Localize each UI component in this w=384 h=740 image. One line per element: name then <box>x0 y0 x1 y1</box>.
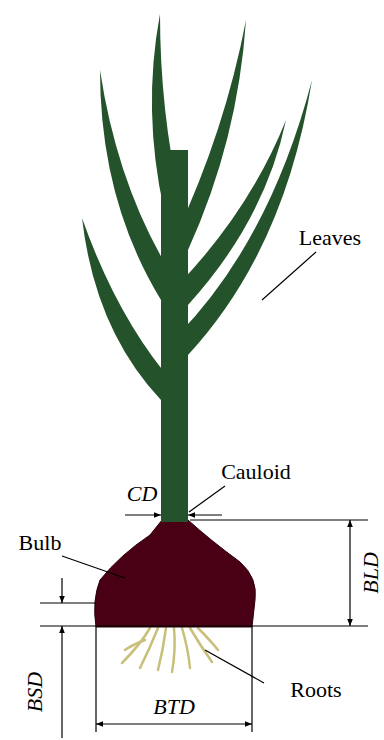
dimension-label: BLD <box>360 552 382 594</box>
part-label: CD <box>127 483 158 505</box>
part-label: Bulb <box>19 532 62 554</box>
dimension-lines <box>40 515 368 738</box>
bulb <box>95 520 256 627</box>
part-label: Roots <box>290 679 341 701</box>
dimension-label: BSD <box>24 672 46 712</box>
leader-lines <box>62 252 316 683</box>
part-label: Leaves <box>299 227 361 249</box>
part-label: Cauloid <box>221 461 291 483</box>
leaves <box>82 14 312 522</box>
roots <box>122 628 218 672</box>
part-label: BTD <box>153 696 195 718</box>
